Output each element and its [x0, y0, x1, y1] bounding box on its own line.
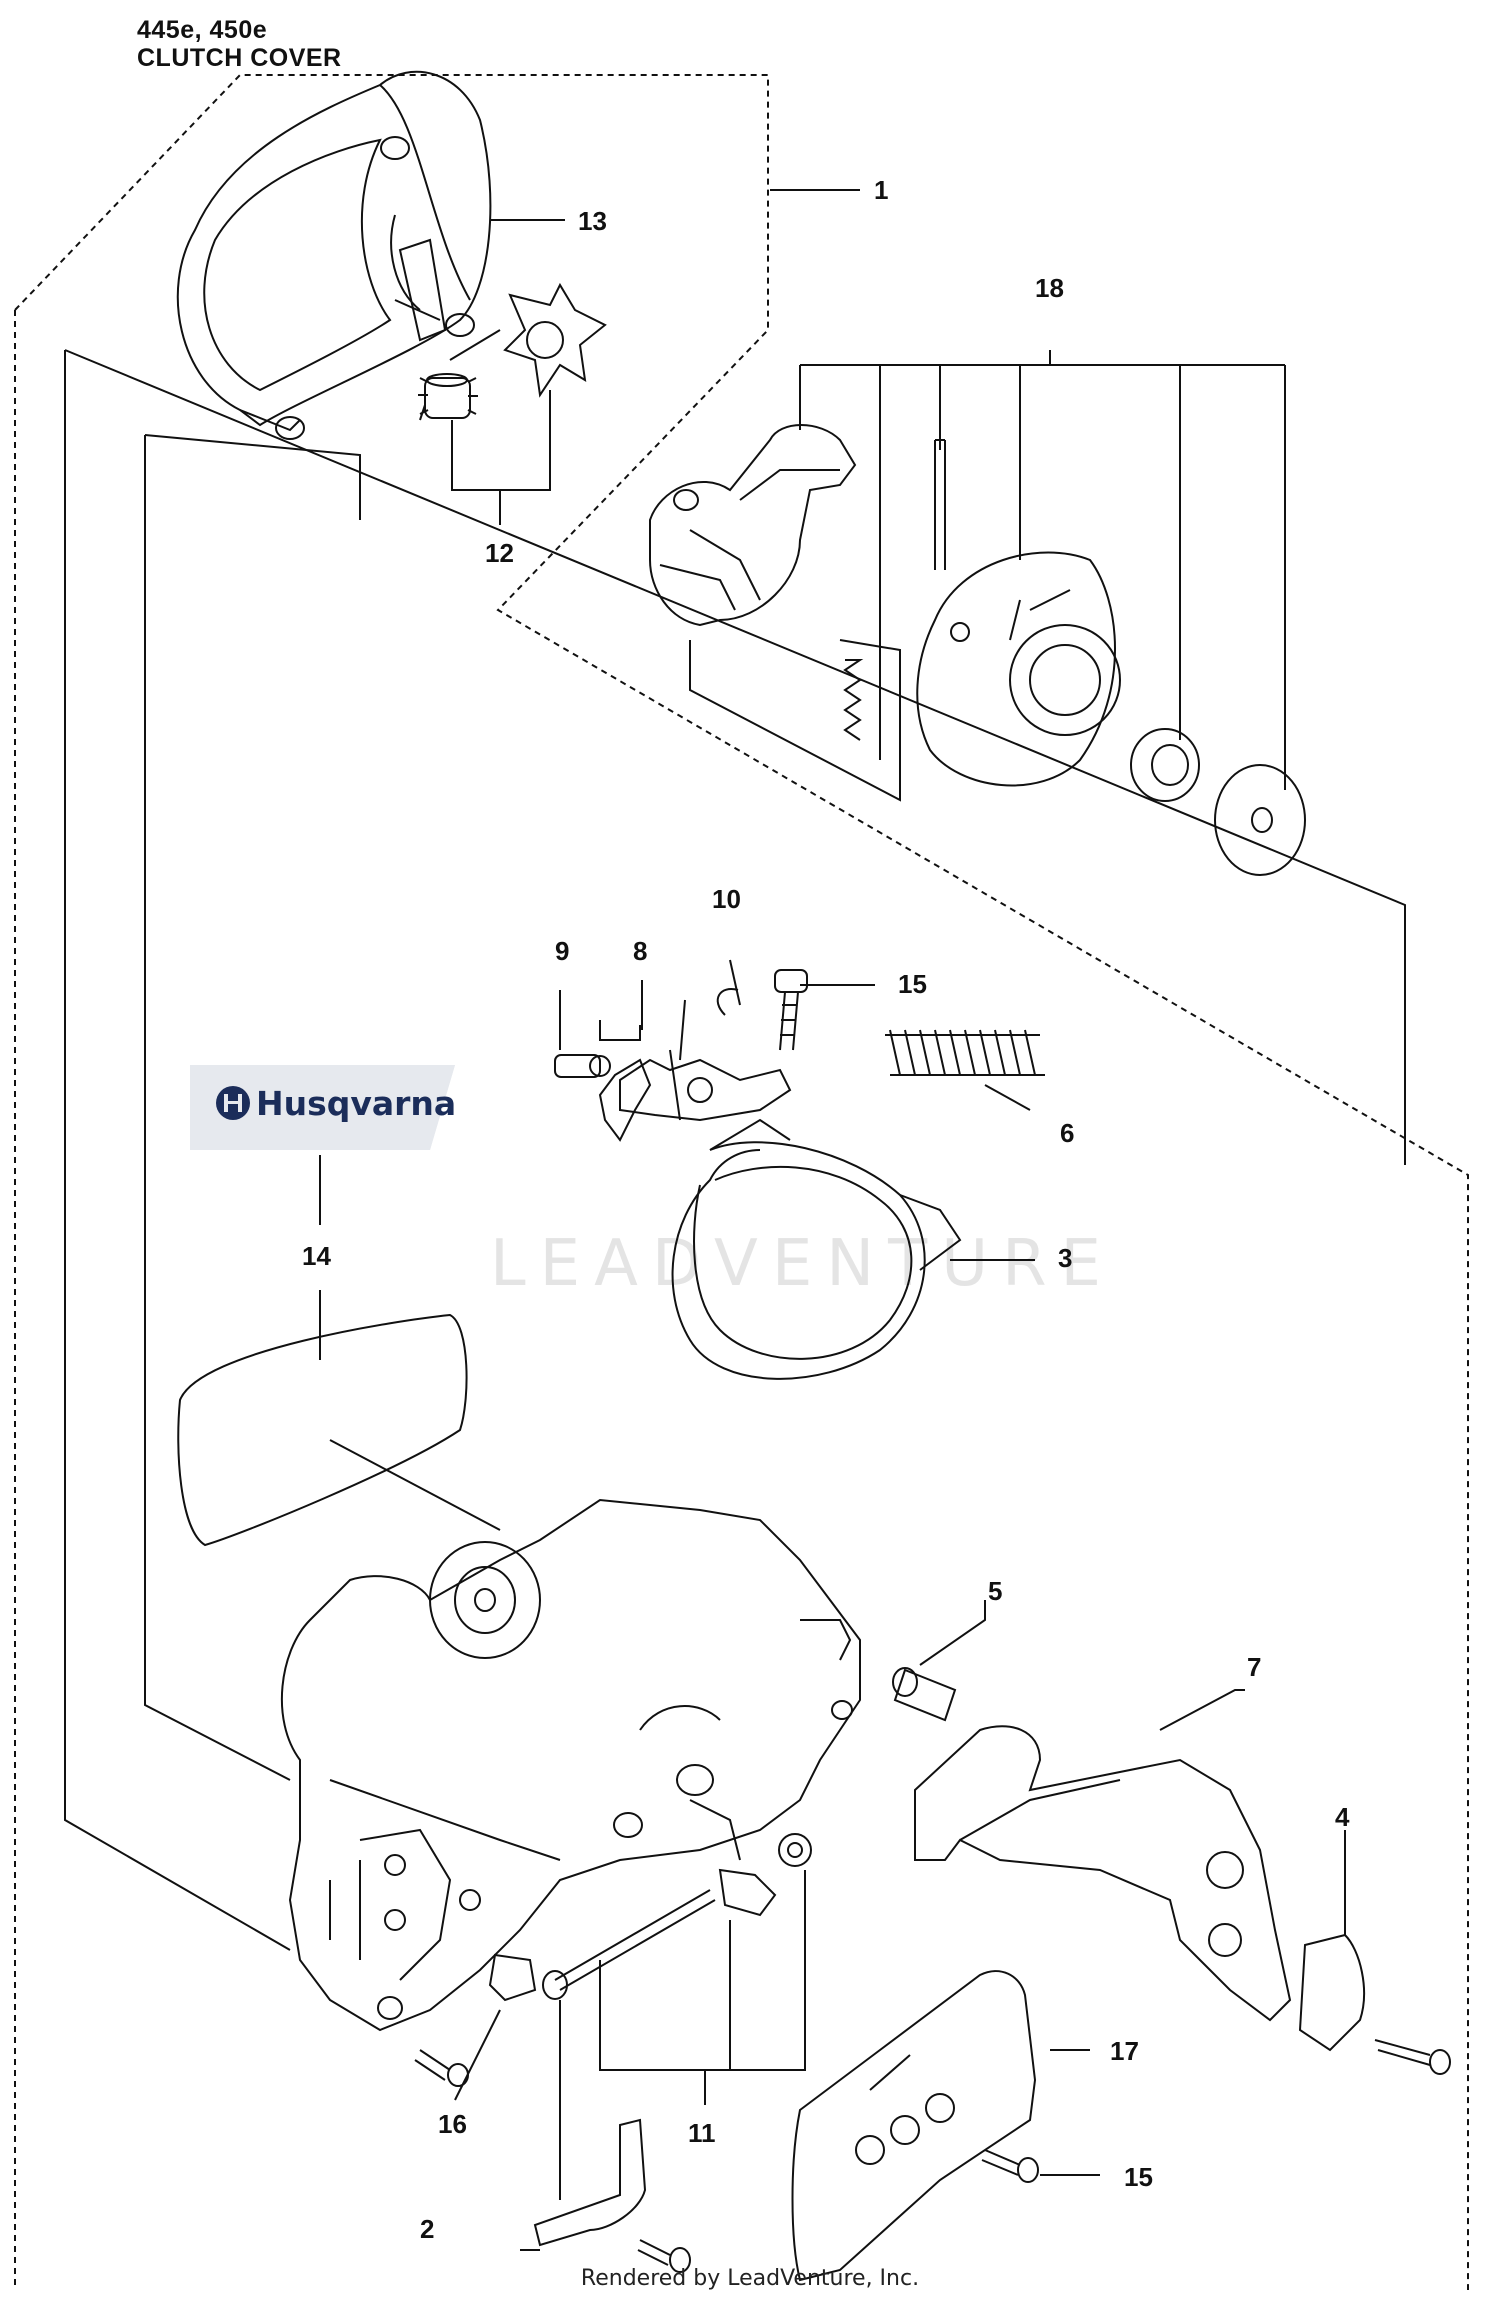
nut-part	[488, 1953, 537, 2002]
callout-3: 3	[1058, 1243, 1072, 1273]
cone-nut-part	[718, 1868, 777, 1917]
star-knob-part	[503, 282, 607, 398]
diagram-title: CLUTCH COVER	[137, 44, 342, 72]
small-sprocket-part	[778, 1833, 812, 1867]
callout-15c: 15	[1124, 2162, 1153, 2192]
leader-5	[919, 1600, 986, 1666]
screw-part-bottom	[637, 2239, 691, 2273]
assembly-1-boundary	[14, 74, 1469, 2290]
husqvarna-logo-icon	[216, 1086, 250, 1120]
screw-part-upper	[774, 969, 808, 1051]
side-cover-plate-part	[791, 1970, 1037, 2282]
pin-part-small	[934, 439, 946, 570]
projection-line-left	[64, 350, 291, 1951]
brake-drum-cover-part	[916, 551, 1121, 787]
tension-rod-part	[542, 1889, 716, 2000]
projection-line-top	[64, 349, 1406, 1165]
callout-8: 8	[633, 936, 647, 966]
callout-11: 11	[688, 2118, 716, 2148]
callout-17: 17	[1110, 2036, 1139, 2066]
outer-cover-part	[176, 70, 492, 440]
callout-14: 14	[302, 1241, 331, 1271]
callout-4: 4	[1335, 1802, 1350, 1832]
bracket-part	[533, 2118, 647, 2247]
leader-12-bracket	[451, 390, 551, 491]
callout-2: 2	[420, 2214, 434, 2244]
washer-part	[1214, 764, 1306, 876]
callout-1: 1	[874, 175, 888, 205]
leader-2	[520, 2000, 561, 2251]
callout-9: 9	[555, 936, 569, 966]
callout-5: 5	[988, 1576, 1002, 1606]
callout-6: 6	[1060, 1118, 1074, 1148]
gear-part	[418, 373, 478, 419]
leader-10	[729, 959, 741, 1006]
leader-6	[984, 1084, 1031, 1111]
screw-part-plate	[981, 2149, 1039, 2183]
footer-credit: Rendered by LeadVenture, Inc.	[580, 2266, 920, 2291]
callout-12: 12	[485, 538, 514, 568]
leader-16	[454, 2009, 501, 2101]
decal-brand-text: Husqvarna	[256, 1084, 456, 1123]
husqvarna-decal: Husqvarna	[190, 1065, 456, 1150]
screw-part-left	[414, 2049, 469, 2087]
callout-7: 7	[1247, 1652, 1261, 1682]
pin-part	[554, 1054, 611, 1078]
coil-spring-part	[885, 1029, 1045, 1076]
projection-line-upper	[144, 434, 361, 520]
leader-7	[1159, 1689, 1245, 1731]
projection-line-inner	[144, 435, 291, 1781]
callout-13: 13	[578, 206, 607, 236]
brake-band-part	[671, 1118, 962, 1380]
clutch-cover-body-part	[280, 1498, 861, 2032]
model-numbers: 445e, 450e	[137, 16, 268, 44]
lever-part	[619, 1058, 792, 1122]
leader-18-bracket	[799, 350, 1286, 790]
bearing-part	[1130, 728, 1200, 802]
bushing-part	[892, 1667, 957, 1722]
spring-part-small	[843, 659, 864, 741]
chain-guard-part	[914, 1725, 1292, 2022]
adjuster-block-part	[1298, 1933, 1366, 2052]
watermark: LEADVENTURE	[490, 1227, 1115, 1301]
callout-10: 10	[712, 884, 741, 914]
screw-part-right	[1374, 2039, 1451, 2075]
retaining-clip-part	[716, 988, 739, 1016]
leader-11-bracket	[599, 1870, 806, 2105]
star-lever-part	[598, 1058, 652, 1142]
callout-18: 18	[1035, 273, 1064, 303]
callout-15a: 15	[898, 969, 927, 999]
side-plate-part	[177, 1313, 468, 1547]
callout-16: 16	[438, 2109, 467, 2139]
brake-handle-part	[649, 424, 857, 627]
